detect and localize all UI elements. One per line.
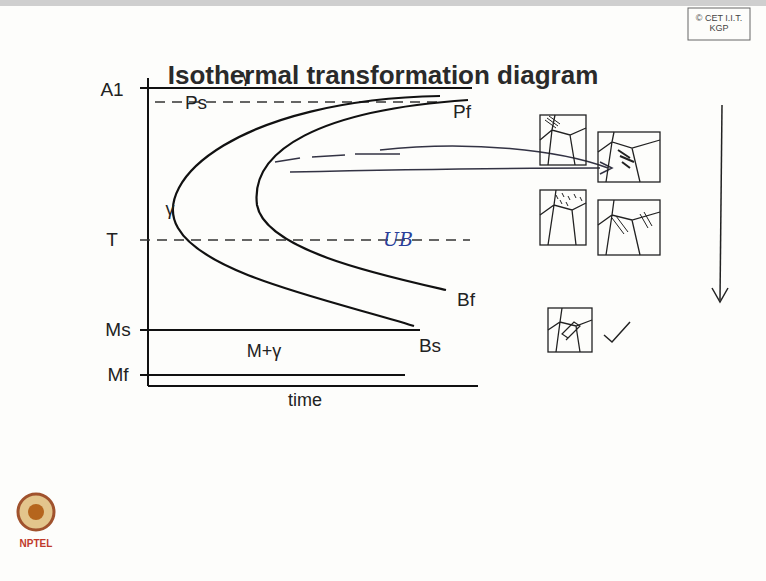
curve-label: Bs [419, 336, 441, 357]
copyright-note: © CET I.I.T. KGP [691, 14, 747, 34]
curve-label: Pf [453, 102, 471, 123]
axis-label: Ms [105, 320, 130, 341]
logo-text: NPTEL [20, 538, 53, 549]
axis-label: T [106, 230, 118, 251]
handwritten-note: UB [383, 229, 413, 250]
phase-label: M+γ [247, 342, 282, 362]
curve-label: Ps [185, 93, 207, 114]
axis-label: A1 [100, 80, 123, 101]
phase-label: γ [242, 67, 251, 87]
curve-label: Bf [457, 290, 475, 311]
axis-label: Mf [107, 365, 128, 386]
phase-label: γ [166, 200, 175, 220]
axis-title: time [288, 391, 322, 411]
